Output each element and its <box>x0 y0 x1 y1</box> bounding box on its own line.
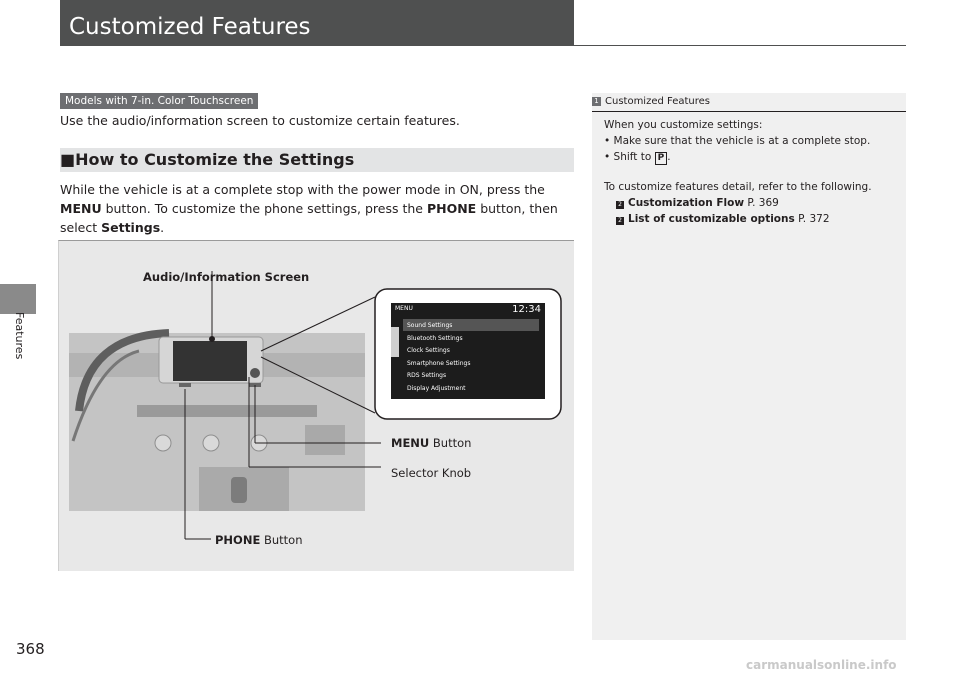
page-number: 368 <box>16 640 45 658</box>
sidebar-line1: When you customize settings: <box>604 119 763 131</box>
body-paragraph: While the vehicle is at a complete stop … <box>60 180 574 237</box>
menu-screen-item: Display Adjustment <box>407 384 466 392</box>
dashboard-figure: MENU 12:34 Sound Settings Bluetooth Sett… <box>58 240 574 571</box>
phone-label-bold: PHONE <box>215 533 261 547</box>
menu-screen-list: Sound Settings Bluetooth Settings Clock … <box>407 320 470 395</box>
selector-knob-icon <box>250 368 260 378</box>
ref-arrow-icon: 2 <box>616 201 624 209</box>
sidebar-panel <box>592 93 906 640</box>
body-menu: MENU <box>60 201 102 216</box>
sidebar-heading: 1 Customized Features <box>592 96 710 107</box>
ref1-page: P. 369 <box>744 197 779 209</box>
menu-screen-item: RDS Settings <box>407 372 447 379</box>
sidebar-rule <box>592 111 906 112</box>
sidebar-bullet2: • Shift to P. <box>604 151 671 165</box>
sidebar-number: 1 <box>592 97 601 106</box>
sidebar-line2: To customize features detail, refer to t… <box>604 181 872 193</box>
section-title: ■How to Customize the Settings <box>60 150 355 169</box>
ref-customization-flow[interactable]: 2 Customization Flow P. 369 <box>604 195 900 211</box>
climate-dial-center <box>202 434 220 452</box>
sidebar-heading-text: Customized Features <box>605 96 711 107</box>
menu-label-rest: Button <box>429 436 472 450</box>
menu-screen-item: Smartphone Settings <box>407 359 471 367</box>
ref1-title: Customization Flow <box>628 197 745 209</box>
menu-label-bold: MENU <box>391 436 430 450</box>
menu-highlight <box>403 319 539 331</box>
menu-screen-item: Sound Settings <box>407 322 453 329</box>
menu-scroll-indicator <box>391 327 399 357</box>
section-bar <box>60 148 574 172</box>
menu-screen-clock: 12:34 <box>512 304 541 315</box>
body-settings: Settings <box>101 220 161 235</box>
sidebar-bullet1-text: Make sure that the vehicle is at a compl… <box>613 135 871 147</box>
selector-knob-label: Selector Knob <box>391 466 472 480</box>
menu-button-label: MENU Button <box>391 436 471 450</box>
phone-button-icon <box>179 383 191 387</box>
watermark: carmanualsonline.info <box>746 658 897 672</box>
ref-arrow-icon: 2 <box>616 217 624 225</box>
phone-label-rest: Button <box>260 533 303 547</box>
callout-line-top <box>260 296 376 352</box>
intro-text: Use the audio/information screen to cust… <box>60 113 460 128</box>
callout-line-bottom <box>260 356 376 414</box>
wheel-rim <box>71 349 140 442</box>
body-phone: PHONE <box>426 201 477 216</box>
menu-screen-header: MENU <box>395 305 413 312</box>
climate-dial-left <box>154 434 172 452</box>
menu-screen-item: Clock Settings <box>407 347 450 354</box>
sidebar-body: When you customize settings: • Make sure… <box>604 117 900 227</box>
audio-screen-label: Audio/Information Screen <box>143 270 310 284</box>
air-vents <box>137 405 317 417</box>
ref-customizable-options[interactable]: 2 List of customizable options P. 372 <box>604 211 900 227</box>
model-badge: Models with 7-in. Color Touchscreen <box>60 93 259 109</box>
body-text-4: . <box>160 220 165 235</box>
steering-wheel <box>75 329 170 412</box>
ref2-title: List of customizable options <box>628 213 795 225</box>
dashboard-illustration <box>69 271 562 540</box>
chapter-tab <box>0 284 36 314</box>
title-rule <box>574 45 906 46</box>
title-bar <box>60 0 574 46</box>
shift-lever <box>231 477 247 503</box>
sidebar-bullet1: • Make sure that the vehicle is at a com… <box>604 135 871 147</box>
menu-screen-item: Bluetooth Settings <box>407 334 463 342</box>
audio-leader-dot <box>209 336 215 342</box>
park-gear-icon: P <box>654 152 668 165</box>
sidebar-bullet2-post: . <box>667 151 671 163</box>
ref2-page: P. 372 <box>794 213 830 225</box>
body-text-2: button. To customize the phone settings,… <box>101 201 427 216</box>
display-screen <box>173 341 247 381</box>
body-text-3: button, then select <box>60 201 558 235</box>
sidebar-bullet2-pre: Shift to <box>613 151 655 163</box>
body-text-1: While the vehicle is at a complete stop … <box>60 182 545 197</box>
menu-screen: MENU 12:34 Sound Settings Bluetooth Sett… <box>391 303 545 399</box>
side-panel <box>305 425 345 455</box>
chapter-label: Features <box>13 312 26 360</box>
page-title: Customized Features <box>69 14 311 40</box>
phone-button-label: PHONE Button <box>215 533 303 547</box>
